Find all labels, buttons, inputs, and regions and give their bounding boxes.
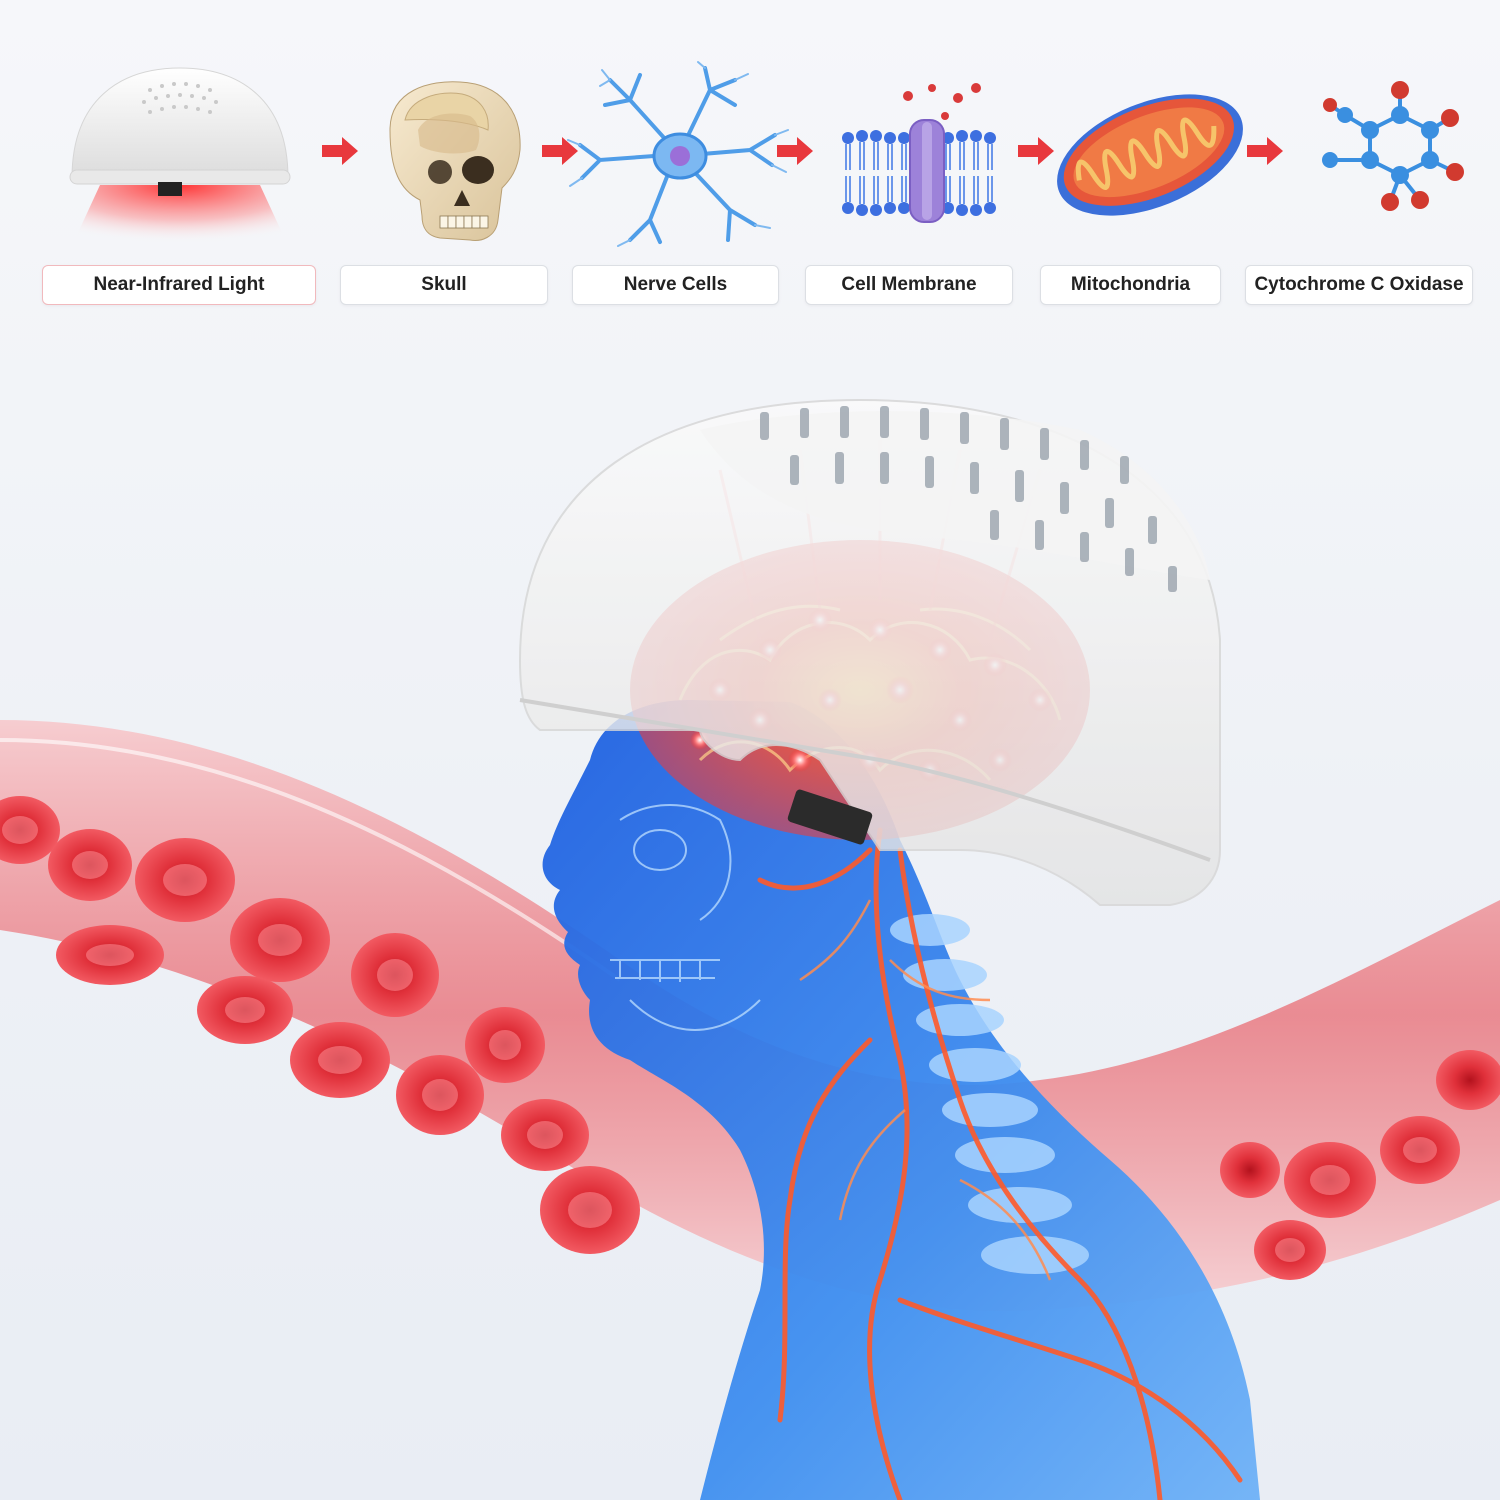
red-arrow-icon bbox=[322, 137, 358, 165]
molecule-icon bbox=[1322, 81, 1464, 211]
step-label-skull: Skull bbox=[340, 265, 548, 305]
red-arrow-icon bbox=[542, 137, 578, 165]
step-label-nerve-cells: Nerve Cells bbox=[572, 265, 779, 305]
cell-membrane-icon bbox=[842, 83, 996, 223]
red-arrow-icon bbox=[777, 137, 813, 165]
neuron-icon bbox=[567, 61, 789, 247]
hero-illustration bbox=[0, 398, 1500, 1500]
step-label-near-infrared-light: Near-Infrared Light bbox=[42, 265, 316, 305]
step-label-cytochrome-c-oxidase: Cytochrome C Oxidase bbox=[1245, 265, 1473, 305]
skull-icon bbox=[389, 81, 521, 241]
helmet-light-icon bbox=[69, 67, 291, 250]
step-label-mitochondria: Mitochondria bbox=[1040, 265, 1221, 305]
step-label-cell-membrane: Cell Membrane bbox=[805, 265, 1013, 305]
red-arrow-icon bbox=[1018, 137, 1054, 165]
red-arrow-icon bbox=[1247, 137, 1283, 165]
mitochondria-icon bbox=[1057, 94, 1243, 216]
